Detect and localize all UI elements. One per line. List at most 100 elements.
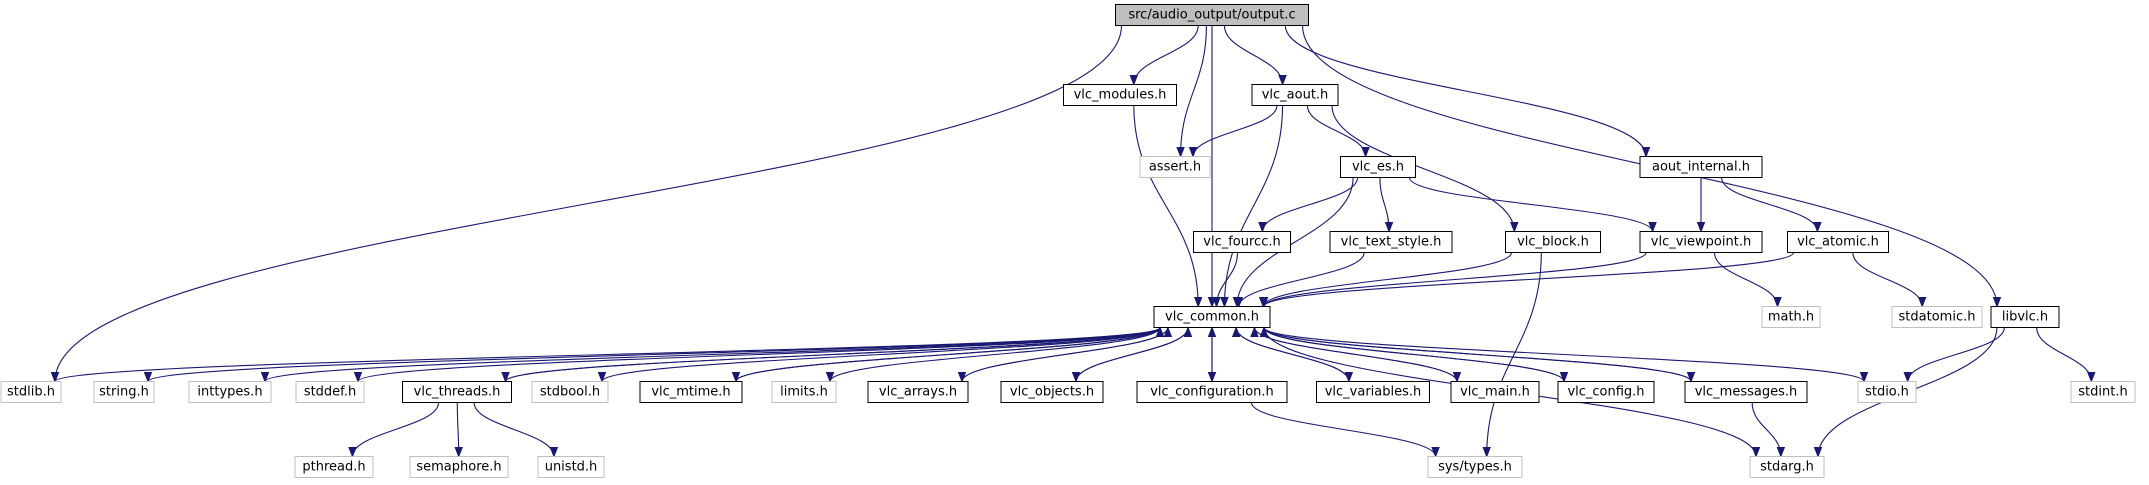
include-edge-vlc_aout_h-to-assert_h xyxy=(1188,105,1278,158)
node-vlc-es-h[interactable]: vlc_es.h xyxy=(1340,156,1416,178)
edge-line xyxy=(1263,252,1795,307)
arrowhead-icon xyxy=(501,372,510,383)
node-vlc-threads-h[interactable]: vlc_threads.h xyxy=(402,381,512,403)
node-vlc-mtime-h[interactable]: vlc_mtime.h xyxy=(639,381,743,403)
arrowhead-icon xyxy=(1384,222,1394,233)
arrowhead-icon xyxy=(1903,372,1912,383)
node-assert-h: assert.h xyxy=(1139,156,1211,178)
node-box xyxy=(537,456,605,478)
node-label: vlc_arrays.h xyxy=(879,385,957,400)
node-label: aout_internal.h xyxy=(1652,160,1750,175)
node-vlc-variables-h[interactable]: vlc_variables.h xyxy=(1316,381,1430,403)
node-label: unistd.h xyxy=(545,460,598,475)
node-limits-h: limits.h xyxy=(771,381,837,403)
arrowhead-icon xyxy=(348,447,357,458)
node-vlc-viewpoint-h[interactable]: vlc_viewpoint.h xyxy=(1639,231,1763,253)
node-vlc-arrays-h[interactable]: vlc_arrays.h xyxy=(867,381,969,403)
node-vlc-main-h[interactable]: vlc_main.h xyxy=(1450,381,1540,403)
node-label: vlc_aout.h xyxy=(1262,88,1329,103)
node-box xyxy=(1557,381,1655,403)
node-box xyxy=(1000,381,1104,403)
node-label: string.h xyxy=(99,385,149,400)
node-vlc-config-h[interactable]: vlc_config.h xyxy=(1557,381,1655,403)
node-label: vlc_objects.h xyxy=(1010,385,1094,400)
node-stdint-h: stdint.h xyxy=(2070,381,2136,403)
edge-line xyxy=(1250,402,1437,457)
include-edge-vlc_mtime_h-to-vlc_common_h xyxy=(735,326,1165,382)
node-box xyxy=(1749,456,1825,478)
node-label: vlc_main.h xyxy=(1460,385,1530,400)
arrowhead-icon xyxy=(1696,222,1706,233)
node-aout-internal-h[interactable]: aout_internal.h xyxy=(1639,156,1763,178)
node-vlc-fourcc-h[interactable]: vlc_fourcc.h xyxy=(1193,231,1291,253)
edge-line xyxy=(264,327,1161,382)
arrowhead-icon xyxy=(1510,222,1519,233)
node-label: src/audio_output/output.c xyxy=(1128,8,1295,23)
node-label: math.h xyxy=(1768,310,1814,325)
edge-line xyxy=(1263,327,1865,382)
node-vlc-objects-h[interactable]: vlc_objects.h xyxy=(1000,381,1104,403)
include-edge-vlc_common_h-to-stdbool_h xyxy=(597,327,1161,383)
node-label: vlc_common.h xyxy=(1165,310,1259,325)
node-box xyxy=(771,381,837,403)
arrowhead-icon xyxy=(1231,326,1241,337)
include-edge-vlc_atomic_h-to-stdatomic_h xyxy=(1852,252,1927,308)
node-vlc-messages-h[interactable]: vlc_messages.h xyxy=(1684,381,1808,403)
node-label: assert.h xyxy=(1149,160,1201,175)
edge-line xyxy=(147,327,1161,382)
node-label: vlc_variables.h xyxy=(1325,385,1422,400)
edge-line xyxy=(1236,177,1354,307)
include-edge-aout_internal_h-to-vlc_atomic_h xyxy=(1721,177,1822,233)
node-vlc-modules-h[interactable]: vlc_modules.h xyxy=(1063,84,1177,106)
node-label: limits.h xyxy=(780,385,828,400)
arrowhead-icon xyxy=(1751,447,1761,458)
include-edge-vlc_threads_h-to-unistd_h xyxy=(473,402,559,458)
node-label: vlc_text_style.h xyxy=(1341,235,1442,250)
edge-line xyxy=(1713,252,1779,307)
include-edge-output_c-to-vlc_aout_h xyxy=(1223,25,1287,86)
arrowhead-icon xyxy=(1176,147,1185,158)
arrowhead-icon xyxy=(1917,297,1927,308)
node-vlc-atomic-h[interactable]: vlc_atomic.h xyxy=(1787,231,1889,253)
node-vlc-text-style-h[interactable]: vlc_text_style.h xyxy=(1329,231,1453,253)
node-libvlc-h[interactable]: libvlc.h xyxy=(1990,306,2060,328)
node-vlc-block-h[interactable]: vlc_block.h xyxy=(1505,231,1601,253)
node-box xyxy=(1505,231,1601,253)
node-stdlib-h: stdlib.h xyxy=(0,381,62,403)
arrowhead-icon xyxy=(50,372,60,383)
edge-line xyxy=(829,327,1161,382)
include-edge-vlc_block_h-to-vlc_common_h xyxy=(1258,252,1513,308)
node-box xyxy=(1684,381,1808,403)
node-label: vlc_modules.h xyxy=(1074,88,1167,103)
node-inttypes-h: inttypes.h xyxy=(188,381,272,403)
node-vlc-common-h[interactable]: vlc_common.h xyxy=(1153,306,1271,328)
edge-line xyxy=(1408,177,1654,232)
arrowhead-icon xyxy=(454,447,463,458)
node-box xyxy=(2070,381,2136,403)
node-pthread-h: pthread.h xyxy=(294,456,374,478)
include-edge-vlc_configuration_h-to-vlc_common_h xyxy=(1207,326,1217,382)
include-edge-vlc_threads_h-to-pthread_h xyxy=(348,402,440,458)
node-label: vlc_es.h xyxy=(1352,160,1404,175)
node-box xyxy=(1153,306,1271,328)
node-label: vlc_mtime.h xyxy=(651,385,730,400)
node-vlc-aout-h[interactable]: vlc_aout.h xyxy=(1251,84,1339,106)
edge-line xyxy=(1261,177,1359,232)
include-edge-vlc_viewpoint_h-to-math_h xyxy=(1713,252,1782,308)
node-label: vlc_block.h xyxy=(1517,235,1589,250)
edge-line xyxy=(357,327,1161,382)
node-output-c[interactable]: src/audio_output/output.c xyxy=(1115,4,1309,26)
node-math-h: math.h xyxy=(1761,306,1821,328)
edge-line xyxy=(1263,252,1647,307)
arrowhead-icon xyxy=(597,372,607,383)
edges-layer xyxy=(50,25,2096,458)
node-label: vlc_atomic.h xyxy=(1797,235,1879,250)
node-box xyxy=(409,456,509,478)
node-vlc-configuration-h[interactable]: vlc_configuration.h xyxy=(1136,381,1288,403)
include-edge-vlc_es_h-to-vlc_viewpoint_h xyxy=(1408,177,1657,233)
arrowhead-icon xyxy=(1686,372,1696,383)
edge-line xyxy=(473,402,555,457)
include-edge-vlc_es_h-to-vlc_fourcc_h xyxy=(1258,177,1359,233)
edge-line xyxy=(1133,105,1199,307)
arrowhead-icon xyxy=(1278,75,1287,86)
